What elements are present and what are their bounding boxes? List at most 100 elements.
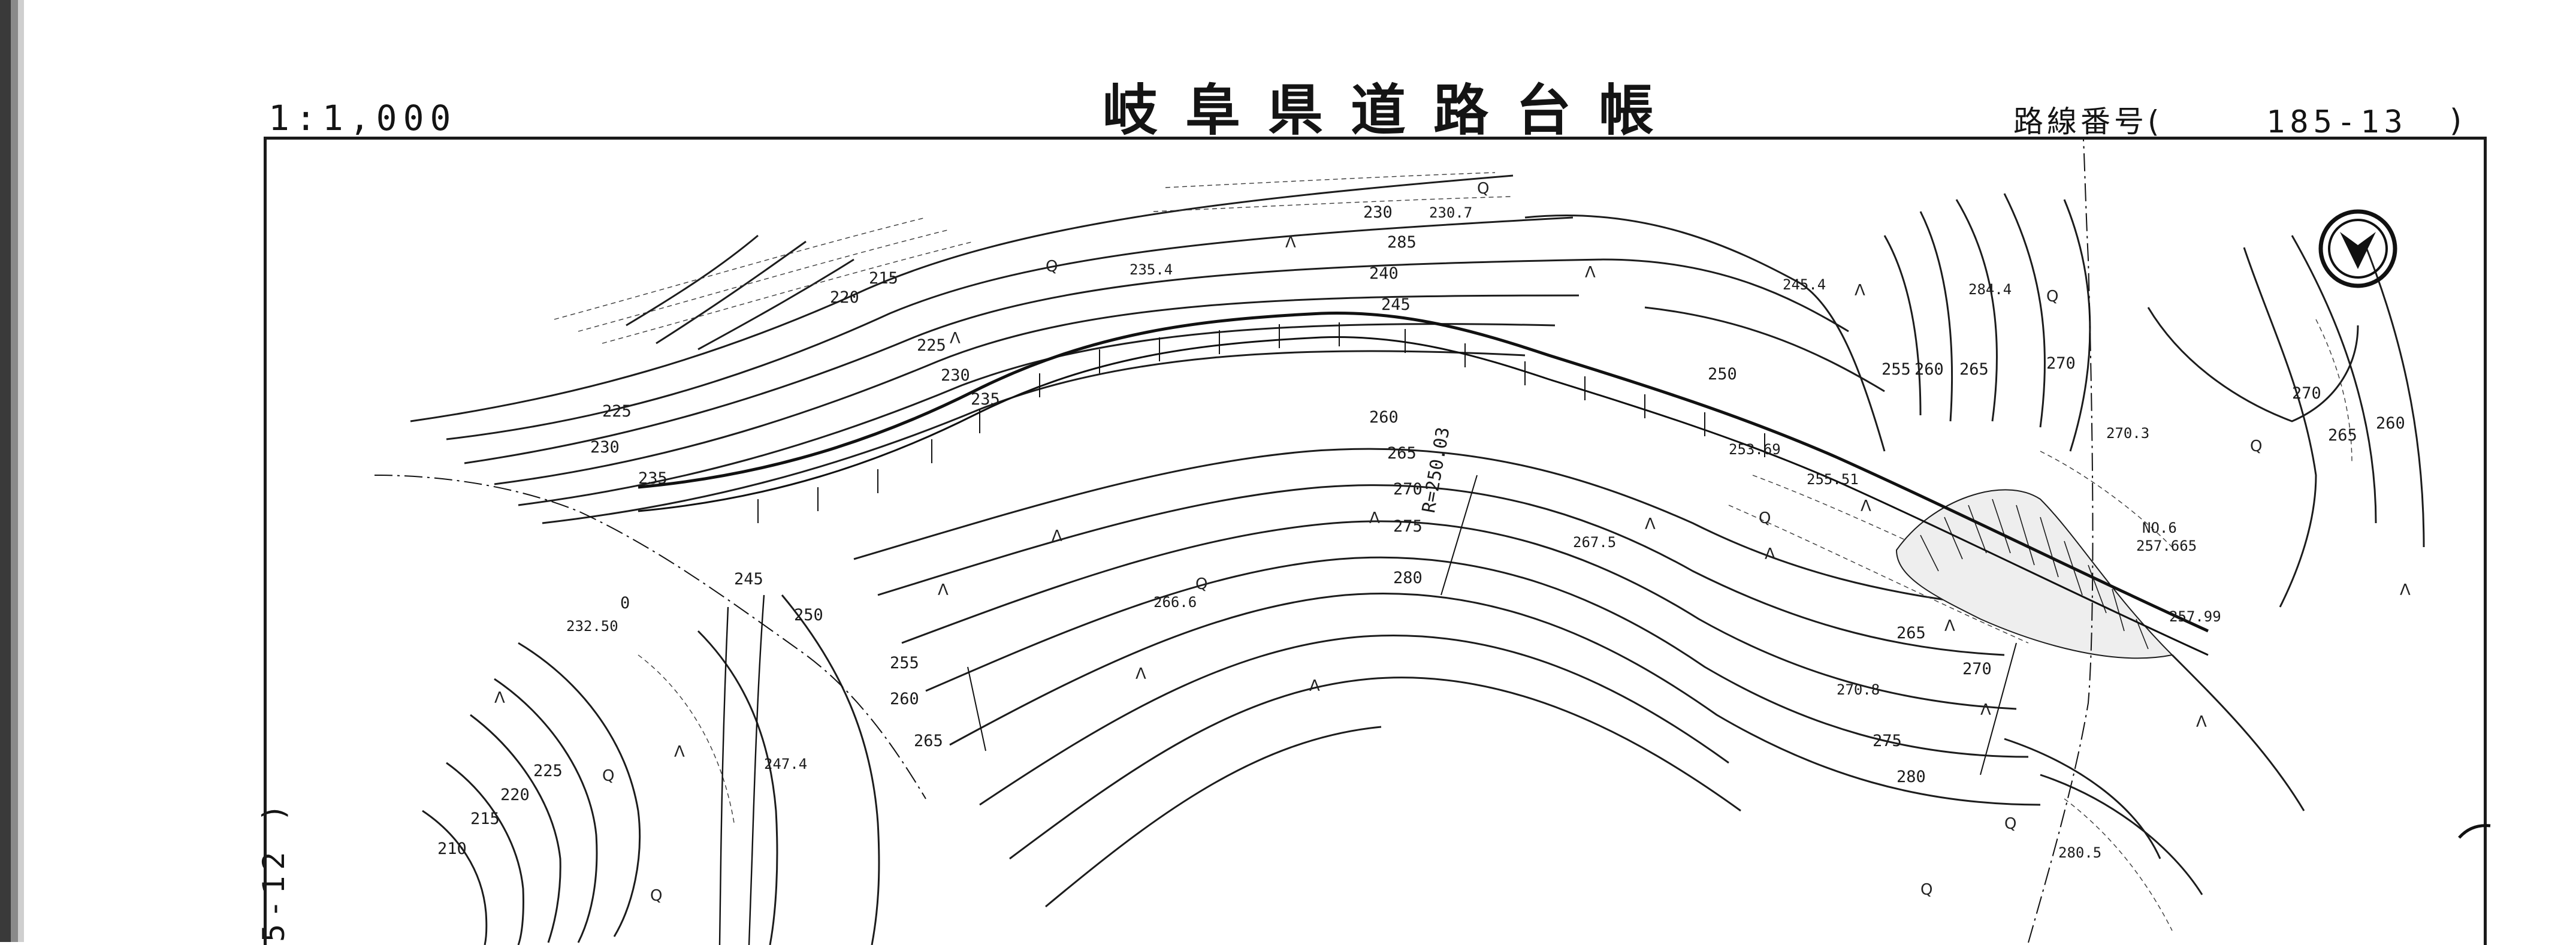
contour-line (446, 762, 524, 945)
contour-label: 220 (500, 786, 530, 804)
svg-text:Λ: Λ (1765, 545, 1775, 563)
contour-line (925, 556, 2029, 758)
contour-label: 260 (1369, 408, 1399, 427)
contour-line (422, 810, 488, 945)
spot-height: 255.51 (1807, 471, 1859, 488)
contour-line (697, 630, 778, 945)
svg-text:Q: Q (1195, 575, 1207, 593)
contour-line (2040, 774, 2203, 895)
svg-text:Λ: Λ (2196, 713, 2207, 731)
contour-label: 260 (890, 690, 919, 708)
contour-line (781, 594, 880, 945)
svg-text:Λ: Λ (938, 581, 949, 599)
contour-label: 240 (1369, 264, 1399, 283)
contour-line (626, 234, 759, 327)
transverse-line (967, 666, 986, 751)
contour-label: 285 (1387, 233, 1417, 252)
contour-label: 280 (1896, 768, 1926, 786)
spot-height: 270.3 (2106, 425, 2150, 442)
contour-line (853, 448, 2005, 608)
contour-label: 275 (1393, 517, 1423, 536)
route-number-value: 185-13 (2266, 104, 2408, 140)
contour-label: 265 (914, 732, 943, 750)
contour-label: 225 (533, 762, 563, 780)
contour-line (446, 216, 1574, 440)
contour-label: 270 (1962, 660, 1992, 678)
contour-label: 215 (869, 269, 898, 288)
contour-line (1602, 258, 1849, 333)
contour-line (949, 592, 2041, 806)
transverse-line (1980, 642, 2017, 775)
contour-line (518, 323, 1556, 506)
contour-line (1955, 199, 1998, 422)
svg-text:Λ: Λ (950, 330, 961, 348)
svg-text:Λ: Λ (1285, 234, 1296, 252)
contour-label: 265 (1959, 360, 1989, 379)
svg-text:Λ: Λ (1861, 497, 1871, 515)
spot-height: 232.50 (566, 618, 618, 635)
contour-line (1800, 282, 1886, 452)
contour-label: 265 (1387, 444, 1417, 463)
svg-text:Q: Q (2004, 815, 2016, 833)
spot-height: 284.4 (1968, 281, 2012, 298)
spot-height: 253.69 (1729, 441, 1781, 458)
contour-line (1919, 211, 1953, 422)
slope-hatch (1165, 172, 1496, 188)
contour-label: 280 (1393, 569, 1423, 587)
route-number-close: ) (2450, 103, 2462, 139)
contour-line (518, 642, 641, 937)
svg-text:Q: Q (2046, 288, 2058, 306)
slope-hatch (578, 229, 950, 332)
contour-label: 270 (1393, 480, 1423, 499)
contour-line (470, 714, 561, 943)
slope-hatch (554, 217, 926, 320)
svg-text:Q: Q (1759, 509, 1771, 527)
contour-label: 230 (1363, 203, 1393, 222)
station-label: 0 (620, 594, 630, 612)
station-label: NO.6 (2142, 520, 2177, 536)
north-arrow-icon (2318, 209, 2397, 288)
contour-label: 225 (917, 336, 946, 355)
transverse-line (1440, 475, 1478, 596)
contour-line (2243, 247, 2317, 608)
contour-label: 250 (794, 606, 823, 624)
contour-label: 245 (1381, 295, 1411, 314)
contour-label: 225 (602, 402, 632, 421)
slope-hatch (638, 654, 735, 823)
spot-height: 245.4 (1783, 276, 1826, 293)
svg-text:Λ: Λ (1944, 617, 1955, 635)
contour-line (1883, 235, 1922, 416)
svg-text:Q: Q (650, 887, 662, 905)
slope-hatch (602, 241, 974, 344)
slope-hatch (1728, 505, 2029, 644)
contour-label: 265 (2328, 426, 2357, 445)
slope-hatch (1153, 196, 1514, 212)
contour-label: 270 (2046, 354, 2076, 373)
svg-text:Λ: Λ (674, 743, 685, 761)
contour-label: 260 (2376, 414, 2405, 433)
spot-height: 257.99 (2169, 608, 2221, 625)
contour-line (697, 258, 854, 351)
road-edge-south (638, 336, 2209, 656)
contour-line (542, 350, 1526, 524)
spot-height: 266.6 (1153, 594, 1197, 611)
svg-text:Q: Q (1477, 180, 1489, 198)
road-centerline (374, 475, 926, 799)
svg-text:Q: Q (2250, 437, 2262, 455)
contour-line (2004, 738, 2161, 859)
contour-line (410, 174, 1514, 422)
spot-height: 270.8 (1837, 681, 1880, 698)
contour-line (2063, 199, 2091, 452)
contour-label: 260 (1914, 360, 1944, 379)
contour-label: 250 (1708, 365, 1737, 384)
contour-lines (410, 174, 2425, 945)
contour-line (1524, 215, 1801, 285)
station-elevation: 257.665 (2136, 538, 2197, 554)
contour-label: 210 (437, 840, 467, 858)
spot-height: 235.4 (1130, 261, 1173, 278)
contour-label: 265 (1896, 624, 1926, 642)
contour-line (464, 258, 1603, 464)
contour-label: 215 (470, 810, 500, 828)
contour-line (1045, 726, 1382, 908)
